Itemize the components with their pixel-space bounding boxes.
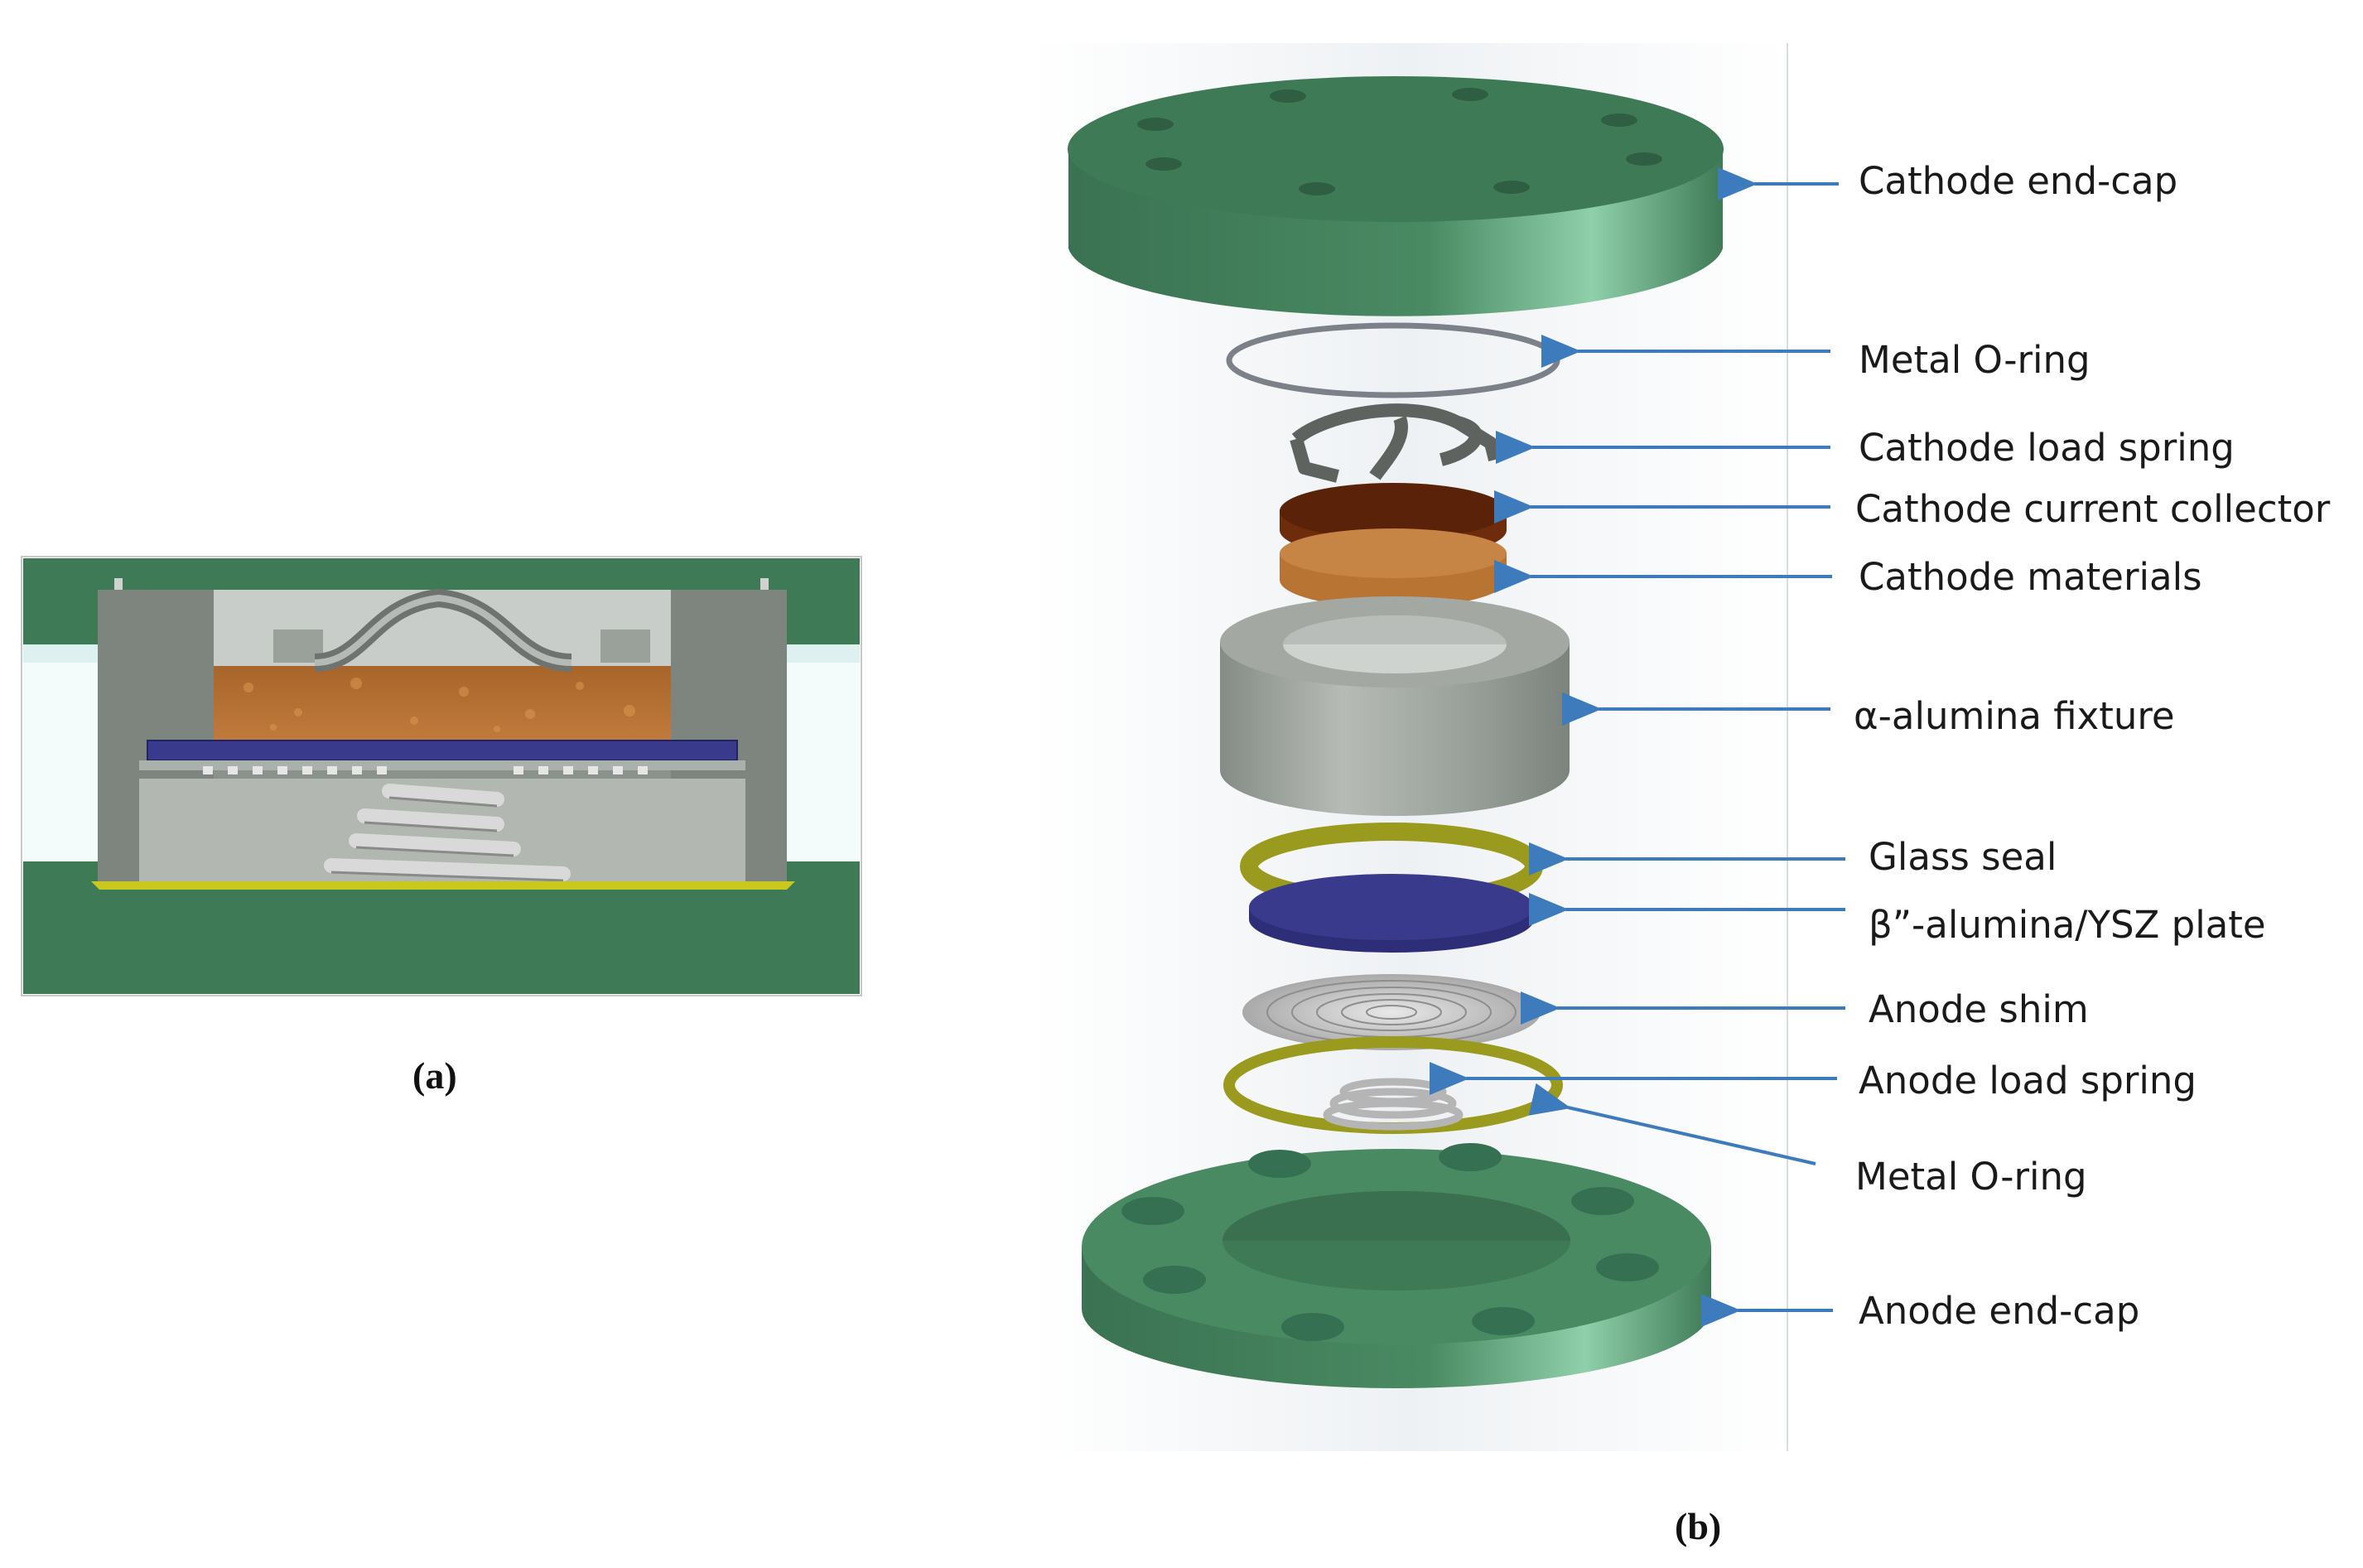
label-metal-o-ring-bottom: Metal O-ring [1855, 1155, 2087, 1199]
label-metal-o-ring-top: Metal O-ring [1859, 338, 2091, 382]
panel-b-exploded-view [1027, 43, 1788, 1451]
bass-plate-section [147, 740, 738, 761]
cathode-end-cap-part [1068, 76, 1724, 316]
label-anode-load-spring: Anode load spring [1859, 1059, 2197, 1102]
label-cathode-current-collector: Cathode current collector [1855, 487, 2331, 531]
beta-alumina-ysz-plate-part [1249, 874, 1534, 953]
label-alpha-alumina-fixture: α-alumina fixture [1854, 694, 2175, 738]
label-cathode-load-spring: Cathode load spring [1859, 426, 2235, 470]
cathode-load-spring-part [1290, 403, 1502, 483]
panel-b-caption: (b) [1675, 1505, 1722, 1547]
label-cathode-materials: Cathode materials [1859, 555, 2202, 599]
anode-spring-section [324, 784, 571, 881]
label-anode-end-cap: Anode end-cap [1859, 1289, 2140, 1333]
label-anode-shim: Anode shim [1869, 987, 2089, 1031]
label-cathode-end-cap: Cathode end-cap [1859, 159, 2178, 203]
panel-a-cross-section [21, 556, 862, 996]
cathode-materials-part [1280, 528, 1507, 608]
label-glass-seal: Glass seal [1869, 835, 2057, 879]
anode-load-spring-part [1323, 1078, 1464, 1131]
arrow-metal-o-ring-bottom [1528, 1083, 1816, 1165]
callout-arrows [1430, 167, 1845, 1327]
anode-end-cap-section [23, 885, 860, 994]
alpha-alumina-fixture-part [1220, 596, 1570, 816]
anode-end-cap-part [1082, 1143, 1711, 1388]
panel-a-caption: (a) [412, 1054, 457, 1097]
cathode-material-section [214, 666, 671, 741]
label-beta-alumina-ysz-plate: β”-alumina/YSZ plate [1869, 903, 2266, 947]
